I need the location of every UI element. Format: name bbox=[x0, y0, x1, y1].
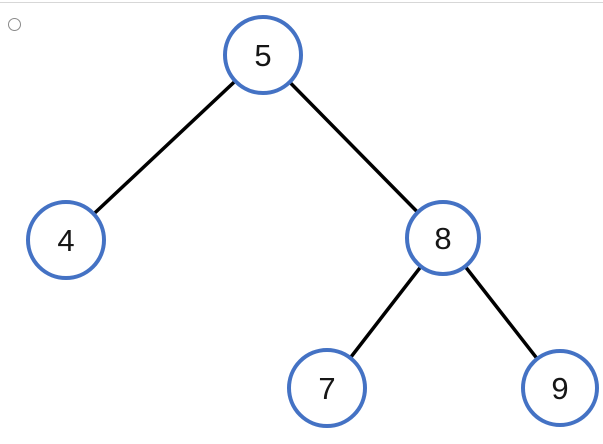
tree-node-label: 8 bbox=[434, 221, 451, 256]
tree-edge-n5-n4 bbox=[64, 53, 265, 242]
tree-node-circle bbox=[287, 348, 367, 428]
tree-node-8: 8 bbox=[405, 200, 481, 276]
tree-node-7: 7 bbox=[287, 348, 367, 428]
top-divider bbox=[0, 2, 603, 3]
tree-node-label: 5 bbox=[254, 38, 271, 73]
tree-node-5: 5 bbox=[223, 15, 303, 95]
tree-edge-n5-n8 bbox=[261, 53, 445, 240]
tree-node-9: 9 bbox=[521, 349, 599, 427]
tree-node-label: 4 bbox=[57, 223, 74, 258]
tree-node-label: 7 bbox=[318, 371, 335, 406]
tree-node-circle bbox=[223, 15, 303, 95]
option-radio-button[interactable] bbox=[8, 18, 21, 31]
tree-node-circle bbox=[26, 200, 106, 280]
tree-node-label: 9 bbox=[551, 371, 568, 406]
tree-node-4: 4 bbox=[26, 200, 106, 280]
tree-node-circle bbox=[405, 200, 481, 276]
tree-node-circle bbox=[521, 349, 599, 427]
